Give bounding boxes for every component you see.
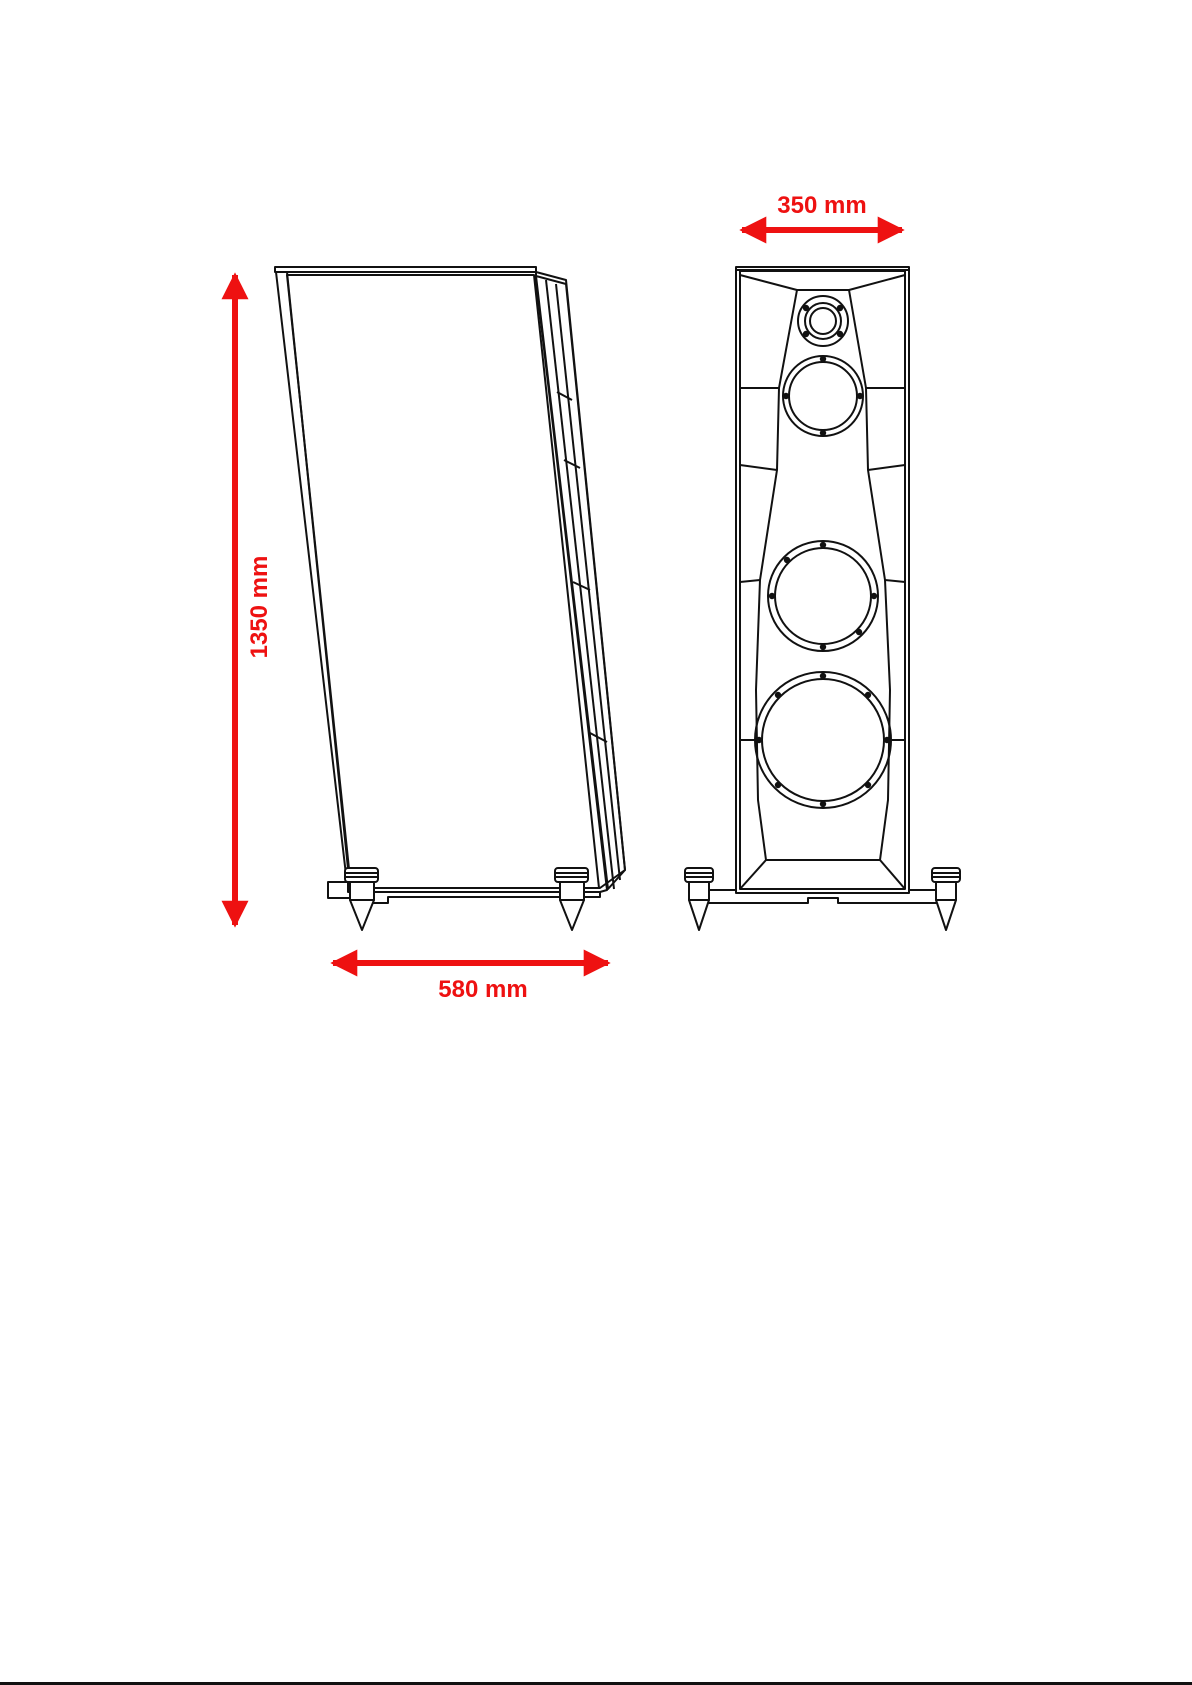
front-right-foot bbox=[932, 868, 960, 930]
front-view bbox=[685, 267, 960, 930]
side-front-foot bbox=[345, 868, 378, 930]
side-top-cap bbox=[275, 267, 536, 272]
depth-dimension-label: 580 mm bbox=[438, 976, 527, 1003]
side-rear-foot bbox=[555, 868, 588, 930]
side-view bbox=[275, 267, 625, 930]
width-dimension-label: 350 mm bbox=[777, 192, 866, 219]
front-left-foot bbox=[685, 868, 713, 930]
height-dimension-label: 1350 mm bbox=[246, 556, 273, 659]
side-cabinet-panel bbox=[287, 275, 599, 888]
